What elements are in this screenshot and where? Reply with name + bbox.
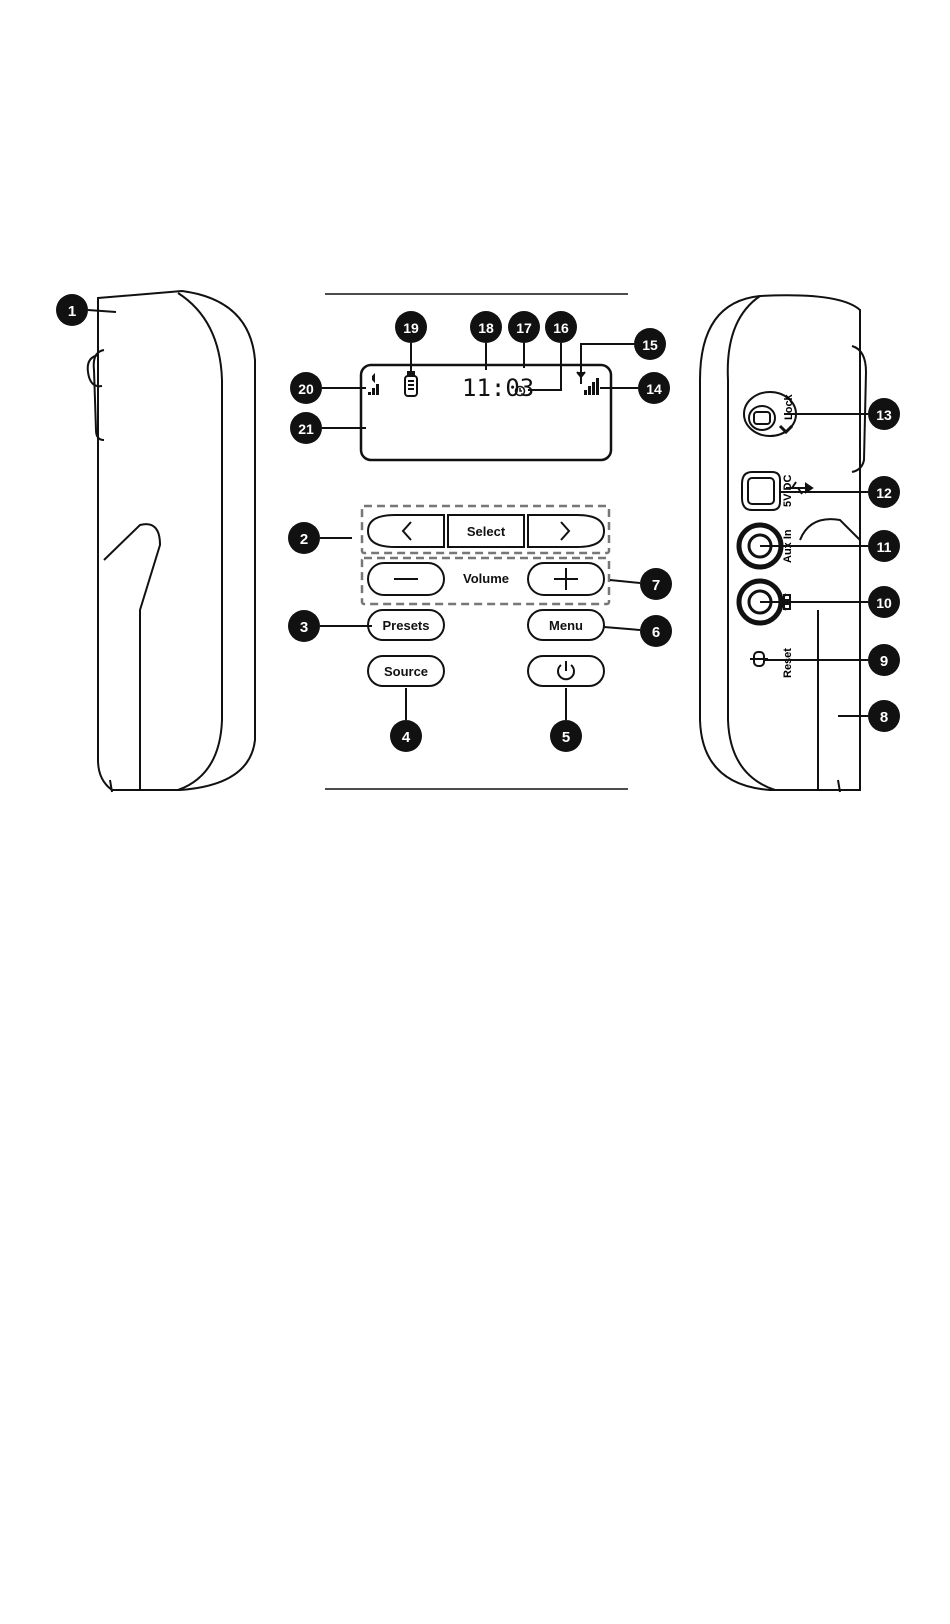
svg-text:21: 21 xyxy=(298,421,314,437)
svg-text:18: 18 xyxy=(478,320,494,336)
svg-text:13: 13 xyxy=(876,407,892,423)
power-button[interactable] xyxy=(528,656,604,686)
callout-badge: 10 xyxy=(868,586,900,618)
callout-badge: 19 xyxy=(395,311,427,343)
select-button[interactable]: Select xyxy=(448,515,524,547)
left-side-view xyxy=(88,291,255,792)
callout-badge: 8 xyxy=(868,700,900,732)
chevron-down-icon xyxy=(780,426,792,432)
svg-text:6: 6 xyxy=(652,624,660,641)
volume-up-button[interactable] xyxy=(528,563,604,595)
callout-badge: 2 xyxy=(288,522,320,554)
svg-text:19: 19 xyxy=(403,320,419,336)
callout-badge: 12 xyxy=(868,476,900,508)
presets-label: Presets xyxy=(383,618,430,633)
svg-text:2: 2 xyxy=(300,531,308,548)
source-label: Source xyxy=(384,664,428,679)
callout-badge: 1 xyxy=(56,294,88,326)
callout-badge: 4 xyxy=(390,720,422,752)
svg-text:12: 12 xyxy=(876,485,892,501)
svg-text:4: 4 xyxy=(402,729,411,746)
battery-icon xyxy=(405,372,417,396)
callout-badge: 17 xyxy=(508,311,540,343)
callout-badge: 9 xyxy=(868,644,900,676)
svg-text:11: 11 xyxy=(877,539,892,555)
select-label: Select xyxy=(467,524,506,539)
svg-text:1: 1 xyxy=(68,303,76,320)
usb-port[interactable] xyxy=(742,472,780,510)
callout-badge: 11 xyxy=(868,530,900,562)
lock-label: Lock xyxy=(783,393,795,420)
reset-label: Reset xyxy=(782,648,794,678)
menu-button[interactable]: Menu xyxy=(528,610,604,640)
svg-text:10: 10 xyxy=(876,595,892,611)
svg-text:14: 14 xyxy=(646,381,662,397)
svg-text:20: 20 xyxy=(298,381,314,397)
callout-badge: 3 xyxy=(288,610,320,642)
callout-badge: 20 xyxy=(290,372,322,404)
svg-text:8: 8 xyxy=(880,709,888,726)
callout-badge: 5 xyxy=(550,720,582,752)
volume-level-icon xyxy=(368,373,379,395)
callout-badge: 16 xyxy=(545,311,577,343)
presets-button[interactable]: Presets xyxy=(368,610,444,640)
svg-text:7: 7 xyxy=(652,577,660,594)
source-button[interactable]: Source xyxy=(368,656,444,686)
menu-label: Menu xyxy=(549,618,583,633)
svg-text:16: 16 xyxy=(553,320,569,336)
callout-badge: 15 xyxy=(634,328,666,360)
volume-label: Volume xyxy=(463,571,509,586)
volume-down-button[interactable] xyxy=(368,563,444,595)
svg-text:5: 5 xyxy=(562,729,570,746)
callout-badge: 21 xyxy=(290,412,322,444)
svg-text:3: 3 xyxy=(300,619,308,636)
callout-badge: 14 xyxy=(638,372,670,404)
svg-text:15: 15 xyxy=(642,337,658,353)
callout-badge: 18 xyxy=(470,311,502,343)
previous-button[interactable] xyxy=(368,515,444,547)
callout-badge: 7 xyxy=(640,568,672,600)
callout-badge: 13 xyxy=(868,398,900,430)
svg-text:9: 9 xyxy=(880,653,888,670)
antenna-icon xyxy=(577,372,585,384)
signal-strength-icon xyxy=(584,378,599,395)
svg-text:17: 17 xyxy=(516,320,532,336)
dc-label: 5V DC xyxy=(782,475,794,507)
callout-badge: 6 xyxy=(640,615,672,647)
next-button[interactable] xyxy=(528,515,604,547)
